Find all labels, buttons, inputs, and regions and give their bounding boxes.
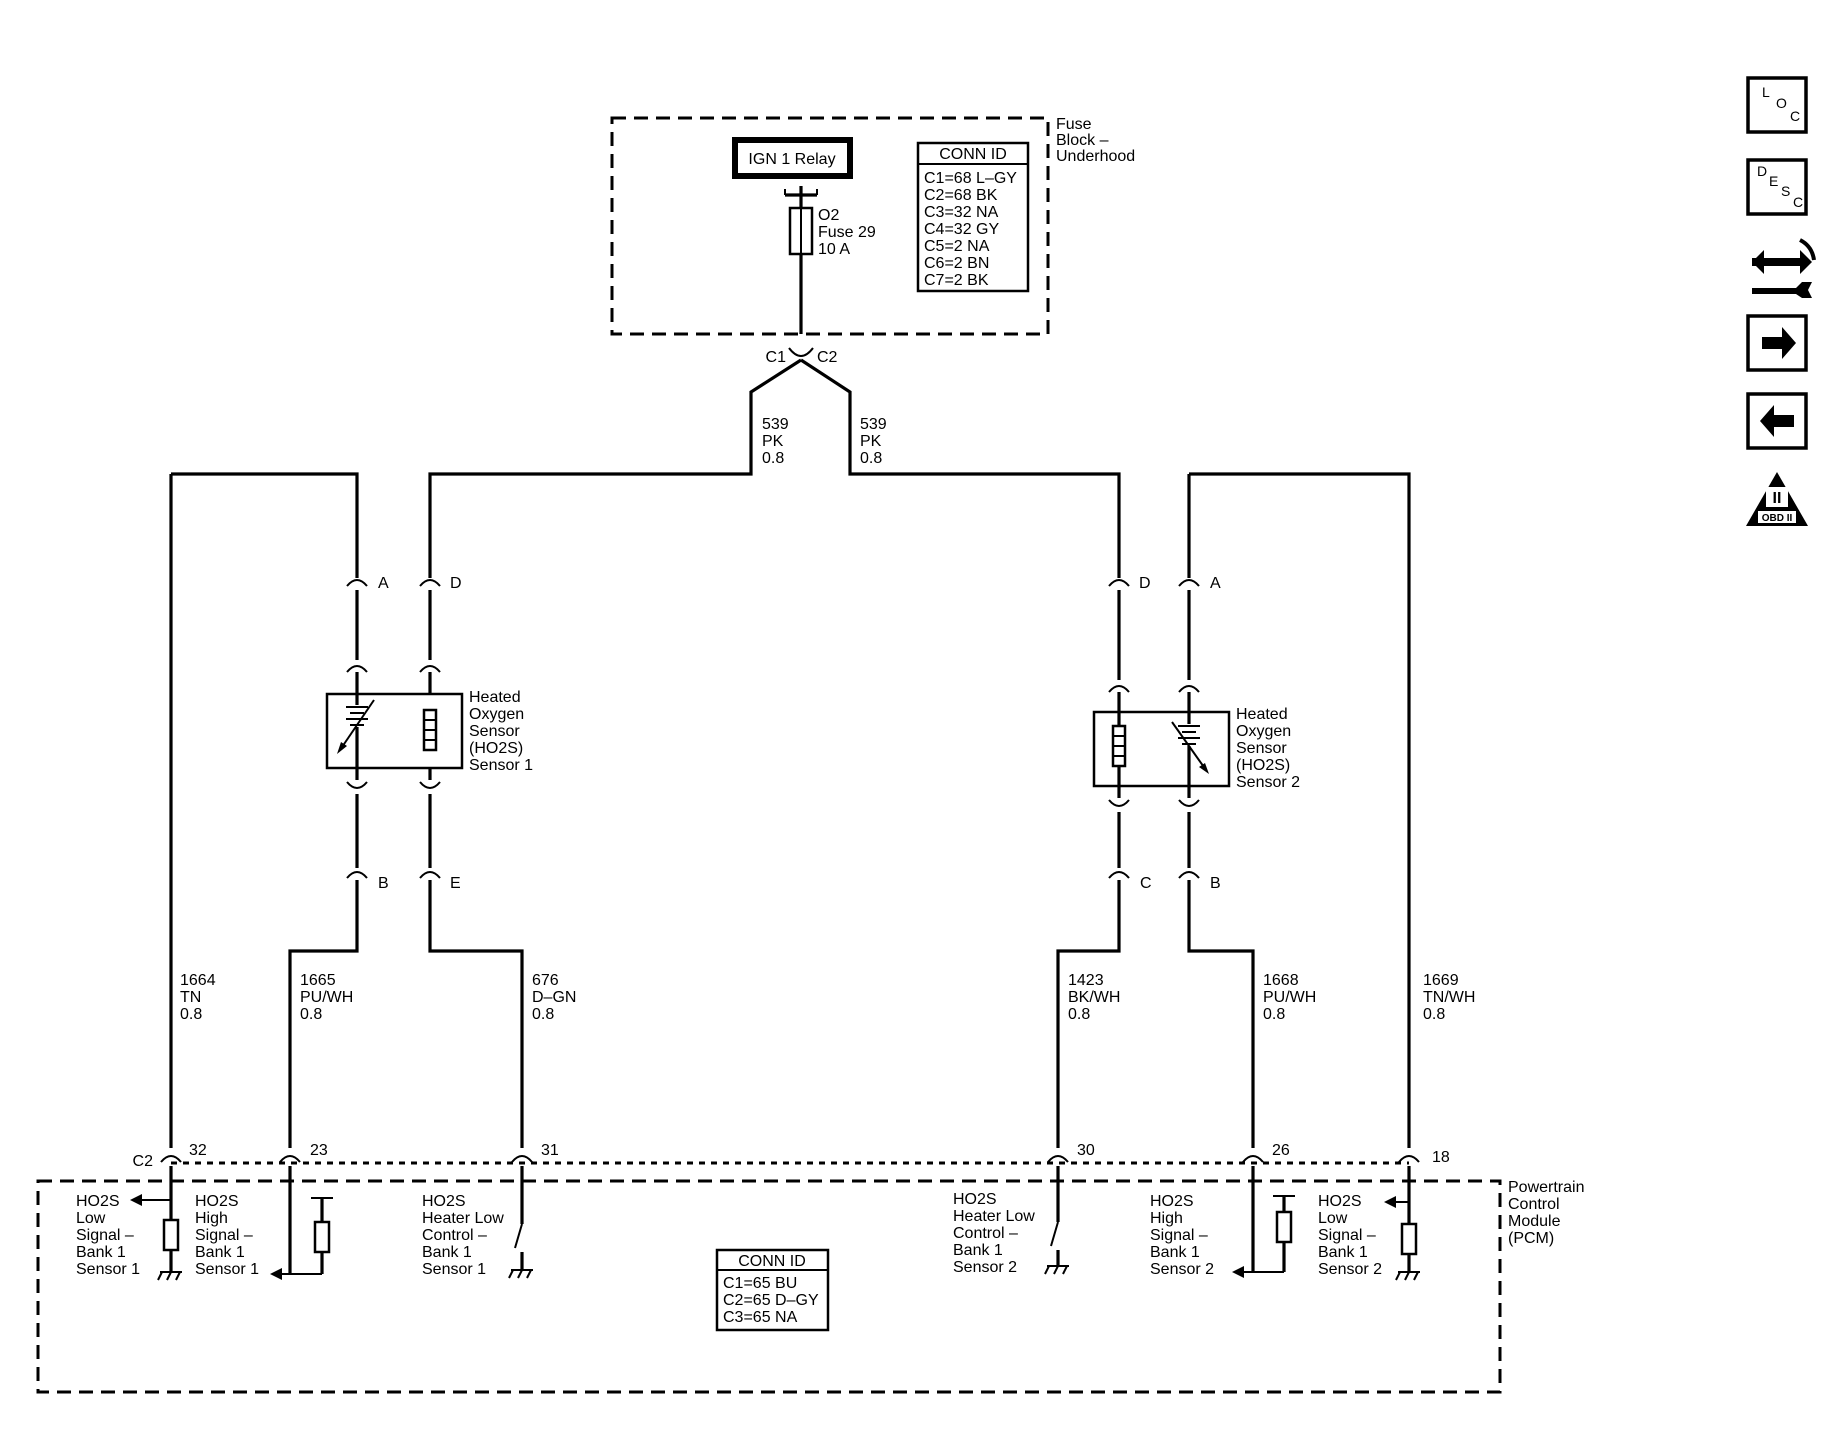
conn-id-row: C5=2 NA: [924, 238, 990, 255]
pcm-label: Powertrain Control Module (PCM): [1508, 1179, 1589, 1247]
pin-32-label: 32: [189, 1142, 207, 1159]
fuse-block-conn-id-table: CONN ID C1=68 L–GY C2=68 BK C3=32 NA C4=…: [916, 141, 1030, 293]
svg-text:L: L: [1762, 84, 1770, 100]
wire-539-right: [800, 358, 1121, 578]
sensor1-heater-icon: [422, 708, 438, 752]
svg-text:C: C: [1790, 108, 1800, 124]
svg-text:O: O: [1776, 95, 1787, 111]
pcm-circuit-heater-s2: [1044, 1166, 1069, 1275]
svg-text:II: II: [1773, 490, 1782, 507]
obd-ii-icon[interactable]: II OBD II: [1746, 472, 1808, 526]
sensor2-cell-icon: [1171, 712, 1209, 786]
arrow-left-icon[interactable]: [1746, 392, 1808, 450]
wrench-swap-icon[interactable]: [1752, 238, 1816, 298]
pcm-circuit-low-signal-s1: [130, 1166, 182, 1281]
pin-30-label: 30: [1077, 1142, 1095, 1159]
wire-label-539-right: 539 PK 0.8: [860, 416, 891, 467]
pin-d-label: D: [450, 575, 462, 592]
pcm-circuit-high-signal-s1: [270, 1166, 333, 1280]
pin-31-label: 31: [541, 1142, 559, 1159]
sensor2-label: Heated Oxygen Sensor (HO2S) Sensor 2: [1236, 706, 1300, 791]
sensor1-label: Heated Oxygen Sensor (HO2S) Sensor 1: [469, 689, 533, 774]
signal-label-s6: HO2S Low Signal – Bank 1 Sensor 2: [1318, 1193, 1382, 1278]
connector-c1-label: C1: [766, 349, 787, 366]
svg-text:S: S: [1781, 183, 1790, 199]
wire-1665: [288, 880, 359, 1148]
arrow-right-icon[interactable]: [1746, 314, 1808, 372]
signal-label-s2: HO2S High Signal – Bank 1 Sensor 1: [195, 1193, 259, 1278]
conn-id-row: C3=32 NA: [924, 204, 999, 221]
pin-e-label: E: [450, 875, 461, 892]
circuit-labels: 1664 TN 0.8 1665 PU/WH 0.8 676 D–GN 0.8 …: [180, 972, 1480, 1023]
wire-sensor1-a-feed: [171, 472, 359, 578]
signal-label-s5: HO2S High Signal – Bank 1 Sensor 2: [1150, 1193, 1214, 1278]
pin-a-label: A: [378, 575, 389, 592]
fuse-block-outline: [610, 116, 1050, 336]
pcm-pins: 32 23 31 30 26 18: [160, 1142, 1450, 1166]
svg-text:C: C: [1793, 194, 1803, 210]
wire-676: [428, 880, 524, 1148]
pin-18-label: 18: [1432, 1149, 1450, 1166]
conn-id-title: CONN ID: [738, 1253, 806, 1270]
conn-id-row: C2=68 BK: [924, 187, 998, 204]
fuse-block-label: Fuse Block – Underhood: [1056, 116, 1135, 165]
signal-label-s3: HO2S Heater Low Control – Bank 1 Sensor …: [422, 1193, 508, 1278]
nav-icons: L O C D E S C II O: [1746, 76, 1816, 526]
circuit-1665-label: 1665 PU/WH 0.8: [300, 972, 358, 1023]
ign1-relay-box: [732, 137, 853, 179]
fuse-block-underhood: Fuse Block – Underhood IGN 1 Relay O2 Fu…: [610, 116, 1135, 336]
pin-26-label: 26: [1272, 1142, 1290, 1159]
pin-c-label: C: [1140, 875, 1152, 892]
wire-label-539-left: 539 PK 0.8: [762, 416, 793, 467]
pin-b-label: B: [378, 875, 389, 892]
svg-text:OBD II: OBD II: [1762, 513, 1793, 524]
pin-23-label: 23: [310, 1142, 328, 1159]
sensor2-heater-icon: [1111, 712, 1127, 786]
svg-text:E: E: [1769, 173, 1778, 189]
pcm-circuit-heater-s1: [508, 1166, 533, 1279]
ign1-relay-label: IGN 1 Relay: [748, 151, 835, 168]
conn-id-row: C3=65 NA: [723, 1309, 798, 1326]
pcm-circuit-low-signal-s2: [1384, 1166, 1420, 1281]
c1-c2-connector-symbol: [788, 347, 814, 357]
pcm-outline: [36, 1179, 1502, 1394]
sensor1-body: [325, 692, 464, 770]
circuit-1668-label: 1668 PU/WH 0.8: [1263, 972, 1321, 1023]
wire-1668: [1187, 880, 1255, 1148]
sensor1-cell-icon: [337, 694, 375, 768]
ho2s-sensor-1: A D Heated Oxygen S: [288, 575, 533, 1148]
pin-a-label: A: [1210, 575, 1221, 592]
ho2s-sensor-2: D A Heated Oxygen Se: [1056, 575, 1300, 1148]
feed-splice: C1 C2 539 PK 0.8 539 PK 0.8: [169, 347, 1411, 1148]
circuit-676-label: 676 D–GN 0.8: [532, 972, 581, 1023]
conn-id-row: C7=2 BK: [924, 272, 989, 289]
conn-id-row: C1=68 L–GY: [924, 170, 1017, 187]
svg-text:D: D: [1757, 163, 1767, 179]
desc-icon[interactable]: D E S C: [1746, 158, 1808, 216]
o2-fuse-29: [784, 186, 818, 334]
circuit-1423-label: 1423 BK/WH 0.8: [1068, 972, 1125, 1023]
pcm-connector-c2-label: C2: [133, 1153, 154, 1170]
wire-1423: [1056, 880, 1121, 1148]
pcm-module: C2 Powertrain Control Module (PCM) 32 23…: [36, 1142, 1589, 1394]
signal-label-s4: HO2S Heater Low Control – Bank 1 Sensor …: [953, 1191, 1039, 1276]
loc-icon[interactable]: L O C: [1746, 76, 1808, 134]
circuit-1664-label: 1664 TN 0.8: [180, 972, 220, 1023]
o2-fuse-label: O2 Fuse 29 10 A: [818, 207, 880, 258]
pin-b-label: B: [1210, 875, 1221, 892]
pcm-conn-id-table: CONN ID C1=65 BU C2=65 D–GY C3=65 NA: [715, 1248, 830, 1332]
conn-id-row: C2=65 D–GY: [723, 1292, 819, 1309]
connector-c2-label: C2: [817, 349, 838, 366]
conn-id-row: C6=2 BN: [924, 255, 989, 272]
wire-1669: [1189, 472, 1411, 1148]
conn-id-row: C4=32 GY: [924, 221, 999, 238]
pcm-circuit-high-signal-s2: [1232, 1166, 1295, 1278]
conn-id-title: CONN ID: [939, 146, 1007, 163]
conn-id-row: C1=65 BU: [723, 1275, 797, 1292]
pin-d-label: D: [1139, 575, 1151, 592]
circuit-1669-label: 1669 TN/WH 0.8: [1423, 972, 1480, 1023]
signal-label-s1: HO2S Low Signal – Bank 1 Sensor 1: [76, 1193, 140, 1278]
wire-539-left: [428, 358, 802, 578]
